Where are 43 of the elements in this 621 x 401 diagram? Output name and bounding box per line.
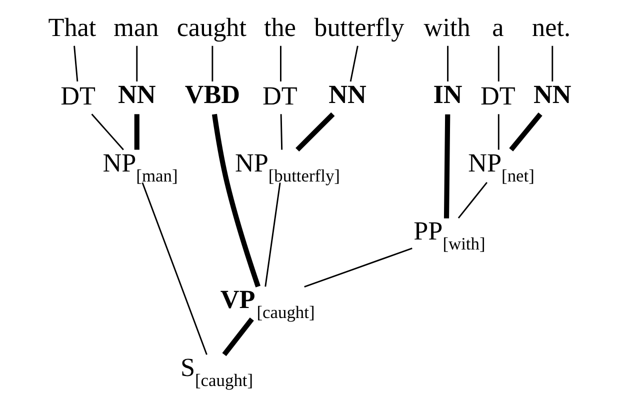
node-text: NP$_{[butterfly]}$ bbox=[234, 148, 340, 186]
node-text: VP$_{[caught]}$ bbox=[220, 284, 315, 322]
connector bbox=[280, 46, 282, 82]
connector bbox=[134, 114, 140, 150]
node-text: net. bbox=[532, 13, 571, 42]
node-text: DT bbox=[480, 81, 516, 110]
connector bbox=[280, 114, 283, 150]
connector bbox=[447, 46, 449, 82]
node-text: caught bbox=[176, 13, 247, 42]
node-text: S$_{[caught]}$ bbox=[180, 353, 254, 390]
node-text: IN bbox=[433, 80, 462, 110]
node-text: butterfly bbox=[314, 13, 404, 42]
node-text: man bbox=[114, 13, 159, 42]
connector bbox=[91, 114, 124, 150]
connector bbox=[212, 114, 260, 288]
connector bbox=[142, 182, 208, 355]
connector bbox=[212, 46, 214, 82]
node-text: PP$_{[with]}$ bbox=[414, 216, 486, 254]
node-text: NN bbox=[534, 80, 572, 110]
connector bbox=[136, 46, 138, 82]
node-text: the bbox=[264, 13, 296, 42]
node-text: a bbox=[492, 13, 504, 42]
connector bbox=[222, 317, 254, 356]
connector bbox=[444, 114, 450, 218]
connector bbox=[74, 46, 78, 82]
connector bbox=[498, 114, 500, 150]
connector bbox=[458, 182, 488, 218]
node-text: VBD bbox=[184, 80, 240, 110]
connector bbox=[552, 46, 554, 82]
node-text: NN bbox=[328, 80, 366, 110]
node-text: DT bbox=[262, 81, 298, 110]
node-text: with bbox=[424, 13, 470, 42]
connector bbox=[509, 112, 542, 152]
connector bbox=[264, 182, 281, 287]
node-text: NP$_{[man]}$ bbox=[102, 148, 178, 186]
node-text: DT bbox=[60, 81, 96, 110]
node-text: NN bbox=[118, 80, 156, 110]
connector bbox=[350, 46, 358, 82]
node-text: That bbox=[48, 13, 96, 42]
node-text: NP$_{[net]}$ bbox=[468, 148, 534, 186]
connector bbox=[296, 112, 335, 152]
connector bbox=[304, 248, 412, 288]
connector bbox=[498, 46, 500, 82]
